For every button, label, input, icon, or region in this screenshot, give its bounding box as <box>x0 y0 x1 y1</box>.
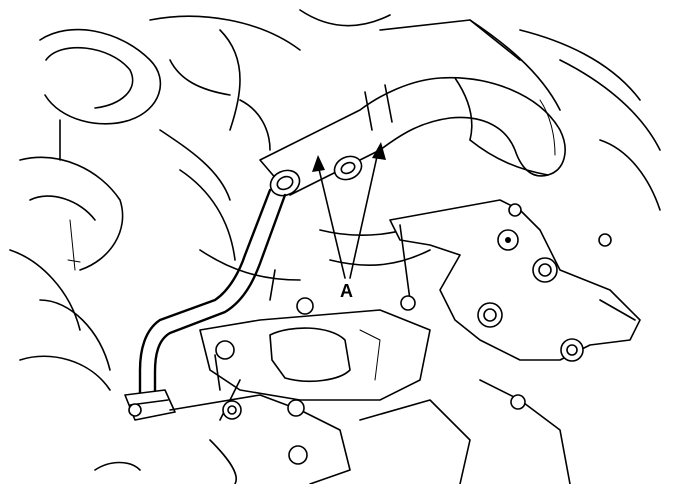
callout-label-a: A <box>340 281 353 301</box>
upper-hose <box>259 76 566 196</box>
mounting-bracket <box>389 199 641 362</box>
engine-block-background <box>9 9 661 391</box>
hose-clamp-left <box>269 169 301 197</box>
connector-rod <box>399 224 416 311</box>
hose-clamp-right <box>333 155 363 181</box>
fitting-bolt <box>124 389 176 421</box>
engine-lower-block <box>199 297 431 421</box>
bottom-flange <box>94 379 571 484</box>
hose-pipe <box>138 188 287 402</box>
callout-arrows <box>312 142 386 279</box>
